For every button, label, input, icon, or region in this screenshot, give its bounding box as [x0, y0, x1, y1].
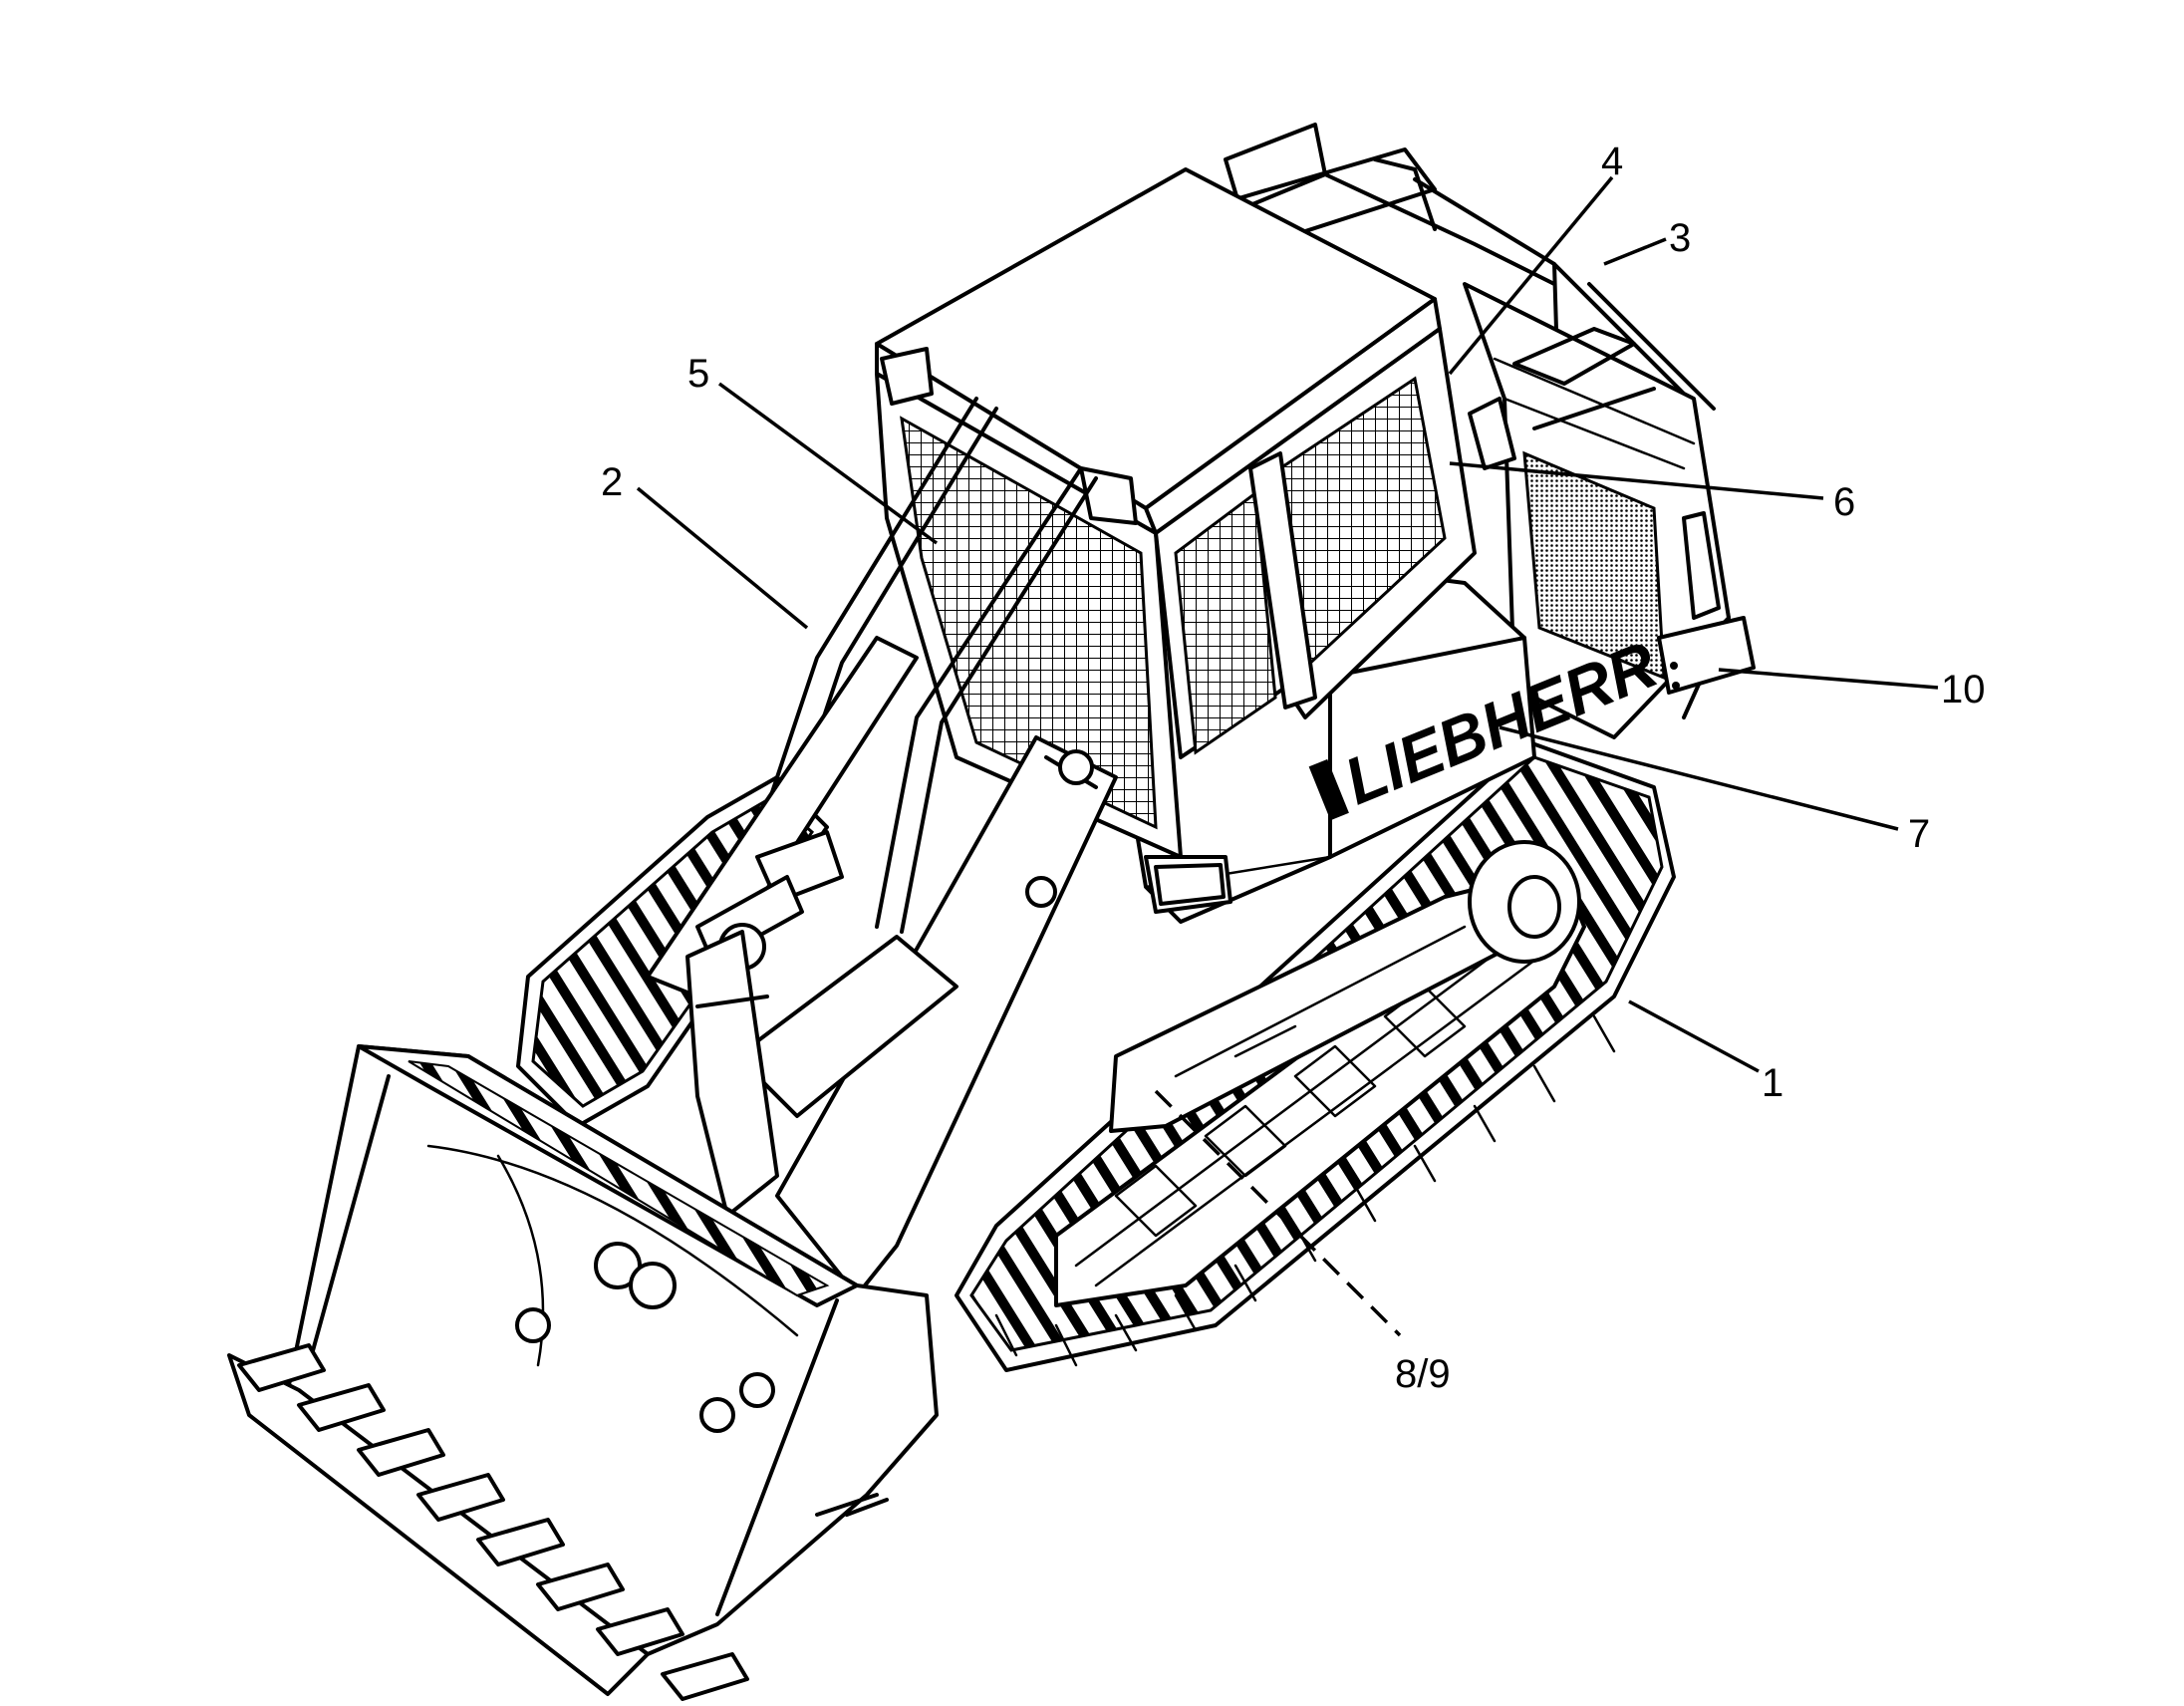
leader-5 — [717, 382, 939, 545]
cab — [875, 167, 1516, 859]
leader-3 — [1603, 237, 1667, 266]
callout-1: 1 — [1762, 1061, 1783, 1105]
callout-10: 10 — [1941, 668, 1986, 711]
leader-6 — [1449, 461, 1824, 500]
callout-7: 7 — [1908, 812, 1930, 856]
callout-8-9: 8/9 — [1395, 1352, 1451, 1396]
bucket — [227, 1044, 939, 1701]
callout-4: 4 — [1601, 140, 1623, 183]
leader-4 — [1448, 175, 1614, 376]
leader-7 — [1499, 725, 1899, 831]
leader-8-9 — [1154, 1089, 1402, 1337]
bucket-teeth — [237, 1343, 749, 1701]
callout-2: 2 — [601, 460, 623, 504]
engine-hood — [1224, 123, 1756, 739]
leader-1 — [1628, 999, 1760, 1073]
callout-5: 5 — [687, 352, 709, 396]
leader-10 — [1718, 668, 1939, 690]
callout-3: 3 — [1669, 216, 1691, 260]
leader-2 — [636, 486, 809, 630]
right-track — [955, 740, 1676, 1372]
lift-arms — [646, 636, 1118, 1297]
leader-lines — [636, 175, 1939, 1337]
callout-6: 6 — [1833, 480, 1855, 524]
callout-labels: 1 2 3 4 5 6 7 8/9 10 — [601, 140, 1986, 1396]
